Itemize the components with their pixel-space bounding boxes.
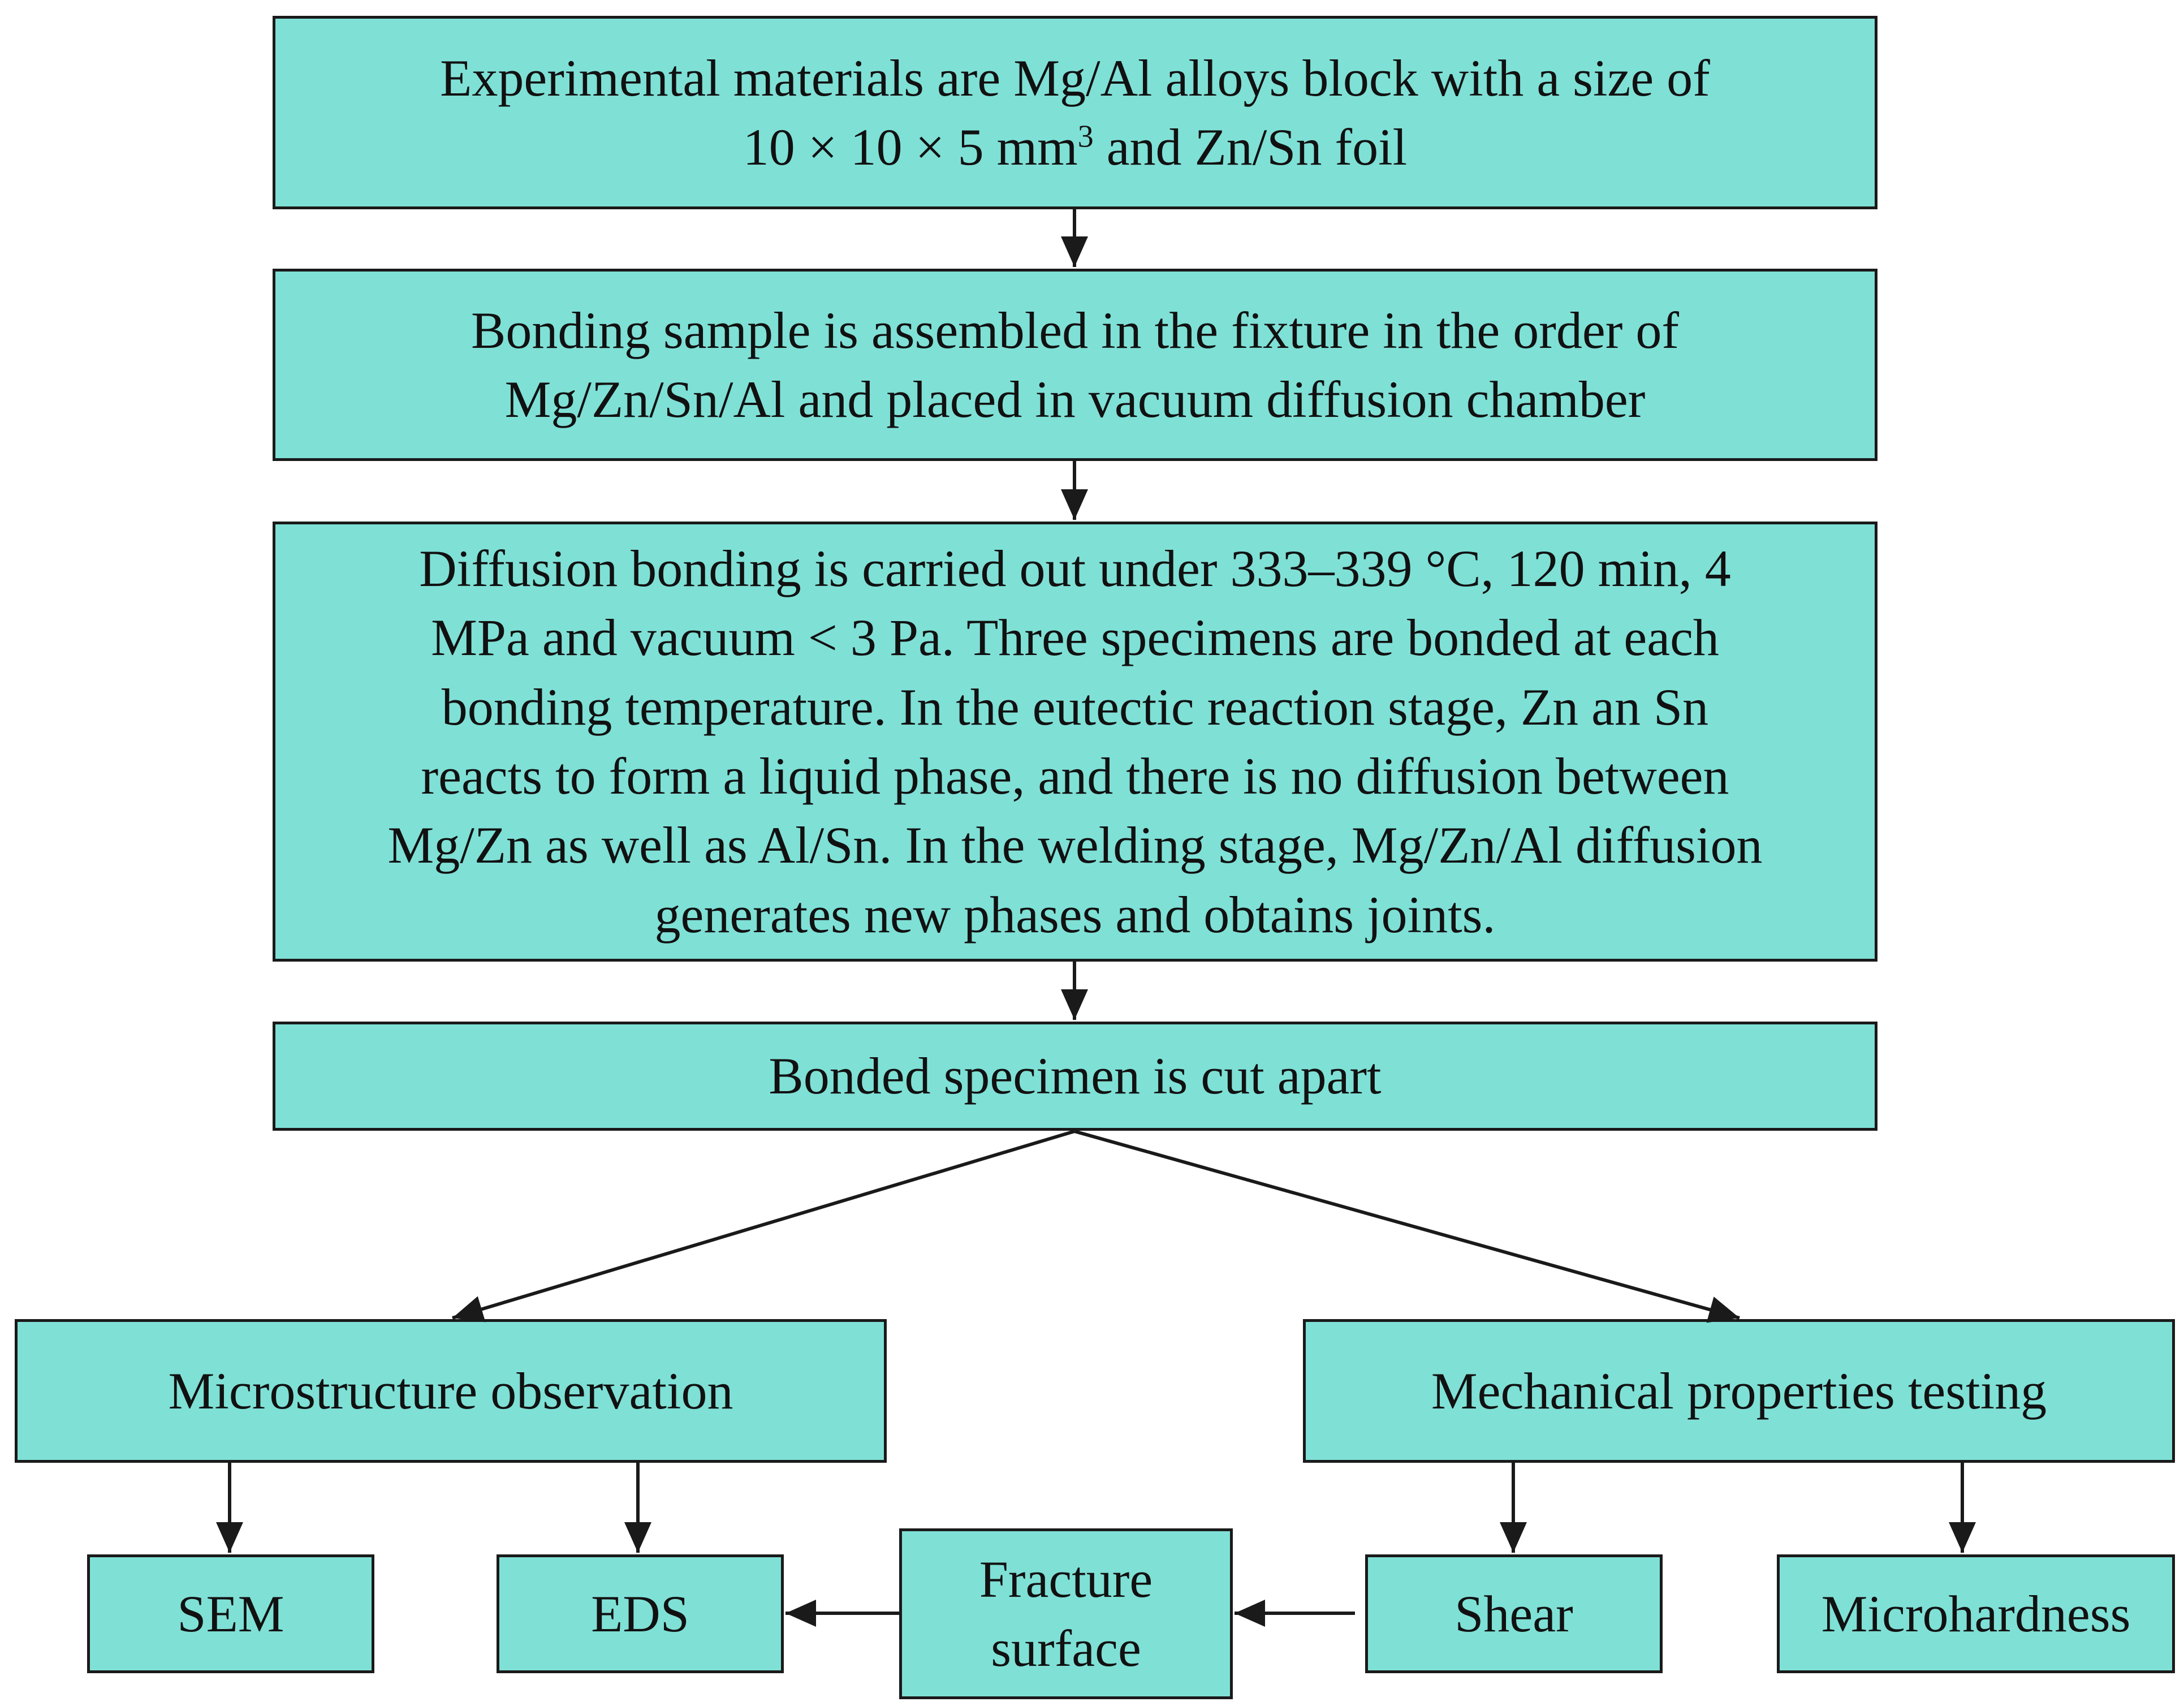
fracture-surface-box: Fracture surface [899,1528,1233,1699]
materials-step-box: Experimental materials are Mg/Al alloys … [273,16,1877,209]
bonding-step-line4: reacts to form a liquid phase, and there… [421,747,1729,805]
microhardness-label: Microhardness [1821,1584,2131,1643]
shear-label: Shear [1454,1584,1573,1643]
materials-step-line2: 10 × 10 × 5 mm3 and Zn/Sn foil [440,113,1710,182]
eds-label: EDS [591,1584,689,1643]
assembly-step-line2: Mg/Zn/Sn/Al and placed in vacuum diffusi… [504,371,1646,428]
assembly-step-line1: Bonding sample is assembled in the fixtu… [471,301,1679,359]
fracture-surface-line1: Fracture [979,1550,1153,1608]
mechanical-branch-label: Mechanical properties testing [1431,1362,2047,1420]
microhardness-box: Microhardness [1777,1554,2175,1673]
sem-box: SEM [87,1554,374,1673]
cubic-superscript: 3 [1077,119,1094,154]
arrow-cut-to-microstructure [452,1130,1075,1322]
cut-step-box: Bonded specimen is cut apart [273,1022,1877,1131]
bonding-step-line2: MPa and vacuum < 3 Pa. Three specimens a… [431,609,1719,667]
cut-step-label: Bonded specimen is cut apart [769,1047,1382,1105]
mechanical-branch-box: Mechanical properties testing [1303,1319,2175,1463]
bonding-step-box: Diffusion bonding is carried out under 3… [273,522,1877,962]
fracture-surface-line2: surface [991,1619,1141,1677]
materials-step-line1: Experimental materials are Mg/Al alloys … [440,49,1710,107]
materials-size-text: 10 × 10 × 5 mm [743,118,1078,176]
bonding-step-line3: bonding temperature. In the eutectic rea… [441,678,1709,736]
arrow-cut-to-mechanical [1074,1130,1740,1323]
materials-foil-text: and Zn/Sn foil [1093,118,1408,176]
shear-box: Shear [1365,1554,1663,1673]
microstructure-branch-box: Microstructure observation [15,1319,887,1463]
bonding-step-line1: Diffusion bonding is carried out under 3… [419,539,1731,597]
microstructure-branch-label: Microstructure observation [168,1362,733,1420]
bonding-step-line6: generates new phases and obtains joints. [654,885,1496,944]
assembly-step-box: Bonding sample is assembled in the fixtu… [273,269,1877,461]
eds-box: EDS [497,1554,784,1673]
sem-label: SEM [177,1584,284,1643]
bonding-step-line5: Mg/Zn as well as Al/Sn. In the welding s… [387,816,1763,874]
